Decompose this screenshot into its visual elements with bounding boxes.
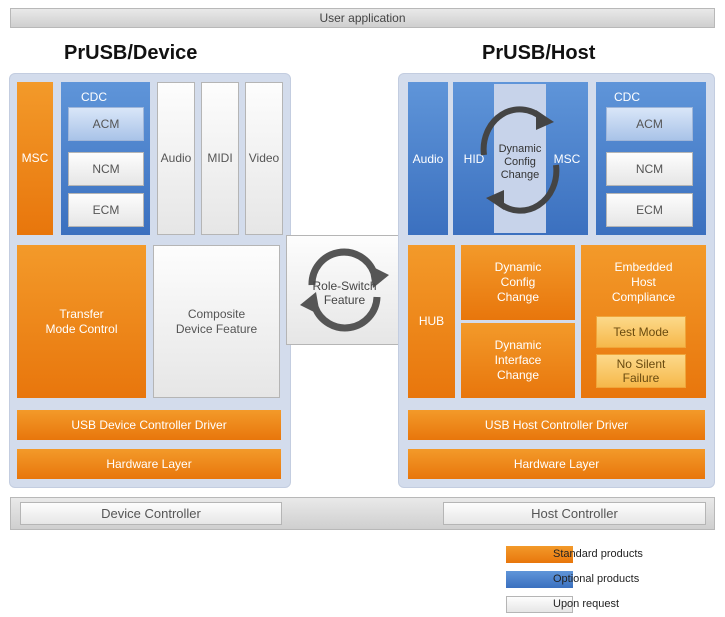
- device-msc-block: MSC: [17, 82, 53, 235]
- dynamic-config-inner-label: Dynamic Config Change: [498, 142, 542, 181]
- dynamic-interface-change-block: Dynamic Interface Change: [461, 323, 575, 398]
- host-hardware-layer: Hardware Layer: [408, 449, 705, 479]
- host-title: PrUSB/Host: [482, 42, 596, 64]
- legend-swatch-optional: [506, 571, 573, 588]
- host-audio-block: Audio: [408, 82, 448, 235]
- device-acm-block: ACM: [68, 107, 144, 141]
- device-hardware-layer: Hardware Layer: [17, 449, 281, 479]
- usb-device-controller-driver: USB Device Controller Driver: [17, 410, 281, 440]
- device-title: PrUSB/Device: [64, 42, 198, 64]
- role-switch-cycle-icon: [300, 248, 389, 332]
- host-hid-label: HID: [463, 151, 485, 166]
- device-cdc-label: CDC: [81, 90, 107, 104]
- host-hub-block: HUB: [408, 245, 455, 398]
- legend-swatch-upon-request: [506, 596, 573, 613]
- legend-swatch-standard: [506, 546, 573, 563]
- host-ecm-block: ECM: [606, 193, 693, 227]
- user-application-bar: User application: [10, 8, 715, 28]
- device-midi-block: MIDI: [201, 82, 239, 235]
- role-switch-label: Role-Switch Feature: [312, 279, 377, 307]
- legend-label-optional: Optional products: [553, 573, 640, 585]
- test-mode-block: Test Mode: [596, 316, 686, 348]
- host-acm-block: ACM: [606, 107, 693, 141]
- no-silent-failure-block: No Silent Failure: [596, 354, 686, 388]
- host-msc-label: MSC: [553, 151, 581, 166]
- host-controller-block: Host Controller: [443, 502, 706, 525]
- embedded-host-compliance-label: Embedded Host Compliance: [611, 259, 676, 304]
- device-audio-block: Audio: [157, 82, 195, 235]
- host-ncm-block: NCM: [606, 152, 693, 186]
- legend-label-upon-request: Upon request: [553, 598, 620, 610]
- host-cdc-label: CDC: [614, 90, 640, 104]
- usb-host-controller-driver: USB Host Controller Driver: [408, 410, 705, 440]
- dynamic-config-cycle-icon: [480, 106, 560, 214]
- dynamic-config-change-block: Dynamic Config Change: [461, 245, 575, 320]
- device-controller-block: Device Controller: [20, 502, 282, 525]
- device-ncm-block: NCM: [68, 152, 144, 186]
- device-video-block: Video: [245, 82, 283, 235]
- transfer-mode-control-block: Transfer Mode Control: [17, 245, 146, 398]
- legend-label-standard: Standard products: [553, 548, 643, 560]
- device-ecm-block: ECM: [68, 193, 144, 227]
- composite-device-feature-block: Composite Device Feature: [153, 245, 280, 398]
